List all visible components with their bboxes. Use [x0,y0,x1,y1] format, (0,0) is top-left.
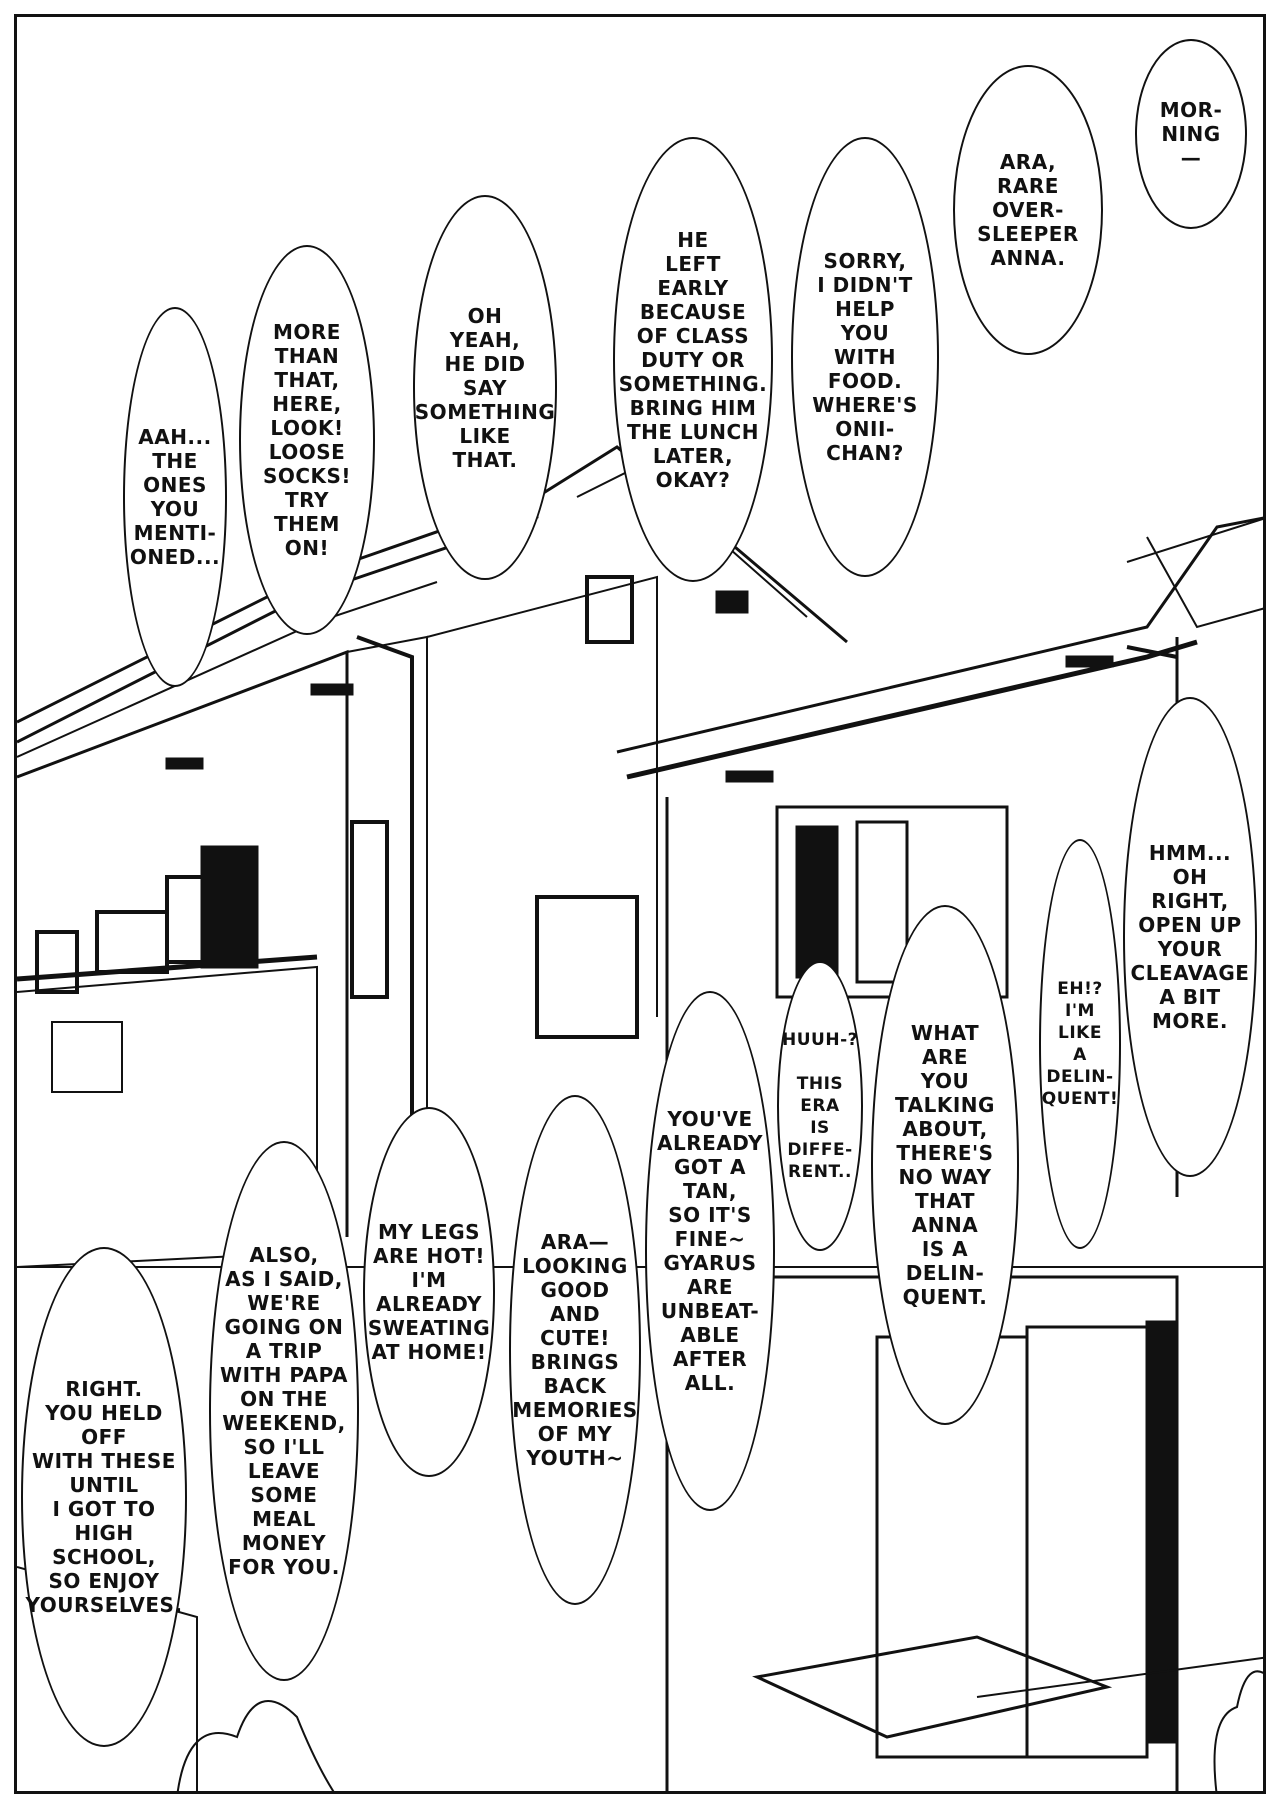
speech-bubble-text: ALSO, AS I SAID, WE'RE GOING ON A TRIP W… [220,1243,348,1579]
speech-bubble-text: EH!? I'M LIKE A DELIN- QUENT! [1041,979,1119,1109]
speech-bubble-loose-socks: MORE THAN THAT, HERE, LOOK! LOOSE SOCKS!… [239,245,375,635]
manga-panel: MOR- NING — ARA, RARE OVER- SLEEPER ANNA… [14,14,1266,1794]
speech-bubble-text: HE LEFT EARLY BECAUSE OF CLASS DUTY OR S… [618,227,768,492]
speech-bubble-text: SORRY, I DIDN'T HELP YOU WITH FOOD. WHER… [812,249,918,465]
speech-bubble-text: OH YEAH, HE DID SAY SOMETHING LIKE THAT. [414,303,556,472]
speech-bubble-huuh: HUUH-? THIS ERA IS DIFFE- RENT.. [777,961,863,1251]
speech-bubble-text: WHAT ARE YOU TALKING ABOUT, THERE'S NO W… [895,1021,995,1309]
speech-bubble-talking-about: WHAT ARE YOU TALKING ABOUT, THERE'S NO W… [871,905,1019,1425]
speech-bubble-text: HUUH-? THIS ERA IS DIFFE- RENT.. [782,1030,858,1182]
speech-bubble-text: YOU'VE ALREADY GOT A TAN, SO IT'S FINE~ … [657,1107,763,1395]
speech-bubble-delinquent-exclaim: EH!? I'M LIKE A DELIN- QUENT! [1039,839,1121,1249]
speech-bubble-text: RIGHT. YOU HELD OFF WITH THESE UNTIL I G… [25,1377,183,1617]
speech-bubble-sorry: SORRY, I DIDN'T HELP YOU WITH FOOD. WHER… [791,137,939,577]
speech-bubble-text: ARA— LOOKING GOOD AND CUTE! BRINGS BACK … [512,1230,638,1470]
speech-bubble-text: HMM... OH RIGHT, OPEN UP YOUR CLEAVAGE A… [1130,841,1250,1033]
speech-bubble-held-off: RIGHT. YOU HELD OFF WITH THESE UNTIL I G… [21,1247,187,1747]
speech-bubble-cleavage: HMM... OH RIGHT, OPEN UP YOUR CLEAVAGE A… [1123,697,1257,1177]
speech-bubble-aah: AAH... THE ONES YOU MENTI- ONED... [123,307,227,687]
speech-bubble-text: AAH... THE ONES YOU MENTI- ONED... [129,425,221,569]
speech-bubble-left-early: HE LEFT EARLY BECAUSE OF CLASS DUTY OR S… [613,137,773,582]
speech-bubble-trip: ALSO, AS I SAID, WE'RE GOING ON A TRIP W… [209,1141,359,1681]
speech-bubble-oh-yeah: OH YEAH, HE DID SAY SOMETHING LIKE THAT. [413,195,557,580]
speech-bubble-text: ARA, RARE OVER- SLEEPER ANNA. [977,150,1079,270]
speech-bubble-morning: MOR- NING — [1135,39,1247,229]
speech-bubble-tan: YOU'VE ALREADY GOT A TAN, SO IT'S FINE~ … [645,991,775,1511]
speech-bubble-legs-hot: MY LEGS ARE HOT! I'M ALREADY SWEATING AT… [363,1107,495,1477]
speech-bubble-text: MY LEGS ARE HOT! I'M ALREADY SWEATING AT… [367,1220,491,1364]
speech-bubble-looking-good: ARA— LOOKING GOOD AND CUTE! BRINGS BACK … [509,1095,641,1605]
speech-bubble-text: MOR- NING — [1159,98,1223,170]
speech-bubble-oversleeper: ARA, RARE OVER- SLEEPER ANNA. [953,65,1103,355]
speech-bubble-text: MORE THAN THAT, HERE, LOOK! LOOSE SOCKS!… [262,320,352,560]
